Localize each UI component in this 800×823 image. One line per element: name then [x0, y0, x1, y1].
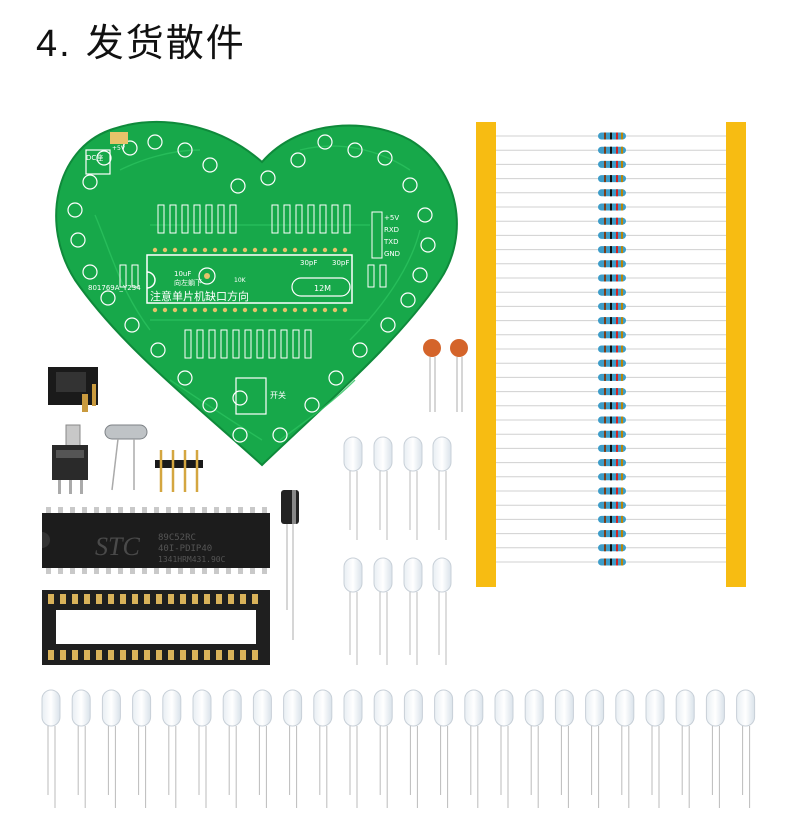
bottom-leds	[41, 689, 756, 808]
resistor	[496, 487, 726, 495]
resistor	[496, 473, 726, 481]
header-pin-3: TXD	[383, 238, 398, 246]
title-text: 发货散件	[85, 21, 246, 65]
mcu-footprint	[146, 254, 353, 304]
resistor	[496, 331, 726, 339]
led	[403, 689, 423, 808]
electrolytic-capacitor	[281, 490, 299, 640]
led	[162, 689, 182, 808]
page-title: 4. 发货散件	[36, 12, 246, 67]
chip-line-2: 40I-PDIP40	[158, 544, 212, 554]
led	[615, 689, 635, 808]
resistor	[496, 444, 726, 452]
heart-pcb: 注意单片机缺口方向 10uF 向左躺下 801769A_Y234 开关 DC座 …	[55, 121, 458, 467]
chip-line-1: 89C52RC	[158, 533, 196, 543]
led-footprints	[67, 134, 436, 443]
resistor-rows	[496, 132, 726, 566]
led	[554, 689, 574, 808]
resistor	[496, 402, 726, 410]
resistor	[496, 501, 726, 509]
resistor	[496, 146, 726, 154]
push-switch	[52, 424, 88, 494]
dc-label: DC座	[86, 153, 103, 162]
led	[313, 689, 333, 808]
led	[71, 689, 91, 808]
cap-label: 10uF	[174, 270, 191, 278]
part-code: 801769A_Y234	[88, 284, 141, 292]
chip-line-3: 1341HRM431.90C	[158, 555, 226, 564]
led	[494, 689, 514, 808]
crystal-label: 12M	[314, 284, 331, 293]
led	[41, 689, 61, 808]
resistor	[496, 388, 726, 396]
resistor	[496, 288, 726, 296]
led	[252, 689, 272, 808]
resistor-tape	[476, 122, 746, 587]
power-label: +5V	[112, 145, 126, 152]
ic-socket	[42, 590, 270, 665]
led	[434, 689, 454, 808]
resistor	[496, 175, 726, 183]
led	[132, 689, 152, 808]
led	[192, 689, 212, 808]
resistor	[496, 231, 726, 239]
led	[705, 689, 725, 808]
led	[373, 689, 393, 808]
resistor	[496, 359, 726, 367]
resistor	[496, 416, 726, 424]
mcu-chip: STC 89C52RC 40I-PDIP40 1341HRM431.90C	[42, 507, 270, 574]
resistor	[496, 246, 726, 254]
led	[736, 689, 756, 808]
led	[101, 689, 121, 808]
led	[464, 689, 484, 808]
dc-jack	[48, 367, 98, 412]
header-pin-4: GND	[384, 250, 400, 258]
resistor	[496, 302, 726, 310]
ceramic-capacitors	[423, 339, 468, 412]
switch-label: 开关	[270, 390, 286, 400]
resistor	[496, 189, 726, 197]
header-pin-2: RXD	[384, 226, 399, 234]
resistor	[496, 558, 726, 566]
resistor	[496, 544, 726, 552]
resistor	[496, 317, 726, 325]
resistor	[496, 530, 726, 538]
cap-left-label: 30pF	[300, 259, 317, 267]
led	[524, 689, 544, 808]
header-pin-1: +5V	[384, 214, 399, 222]
resistor	[496, 160, 726, 168]
arrow-note: 向左躺下	[174, 278, 202, 287]
resistor	[496, 132, 726, 140]
chip-brand: STC	[95, 532, 140, 561]
title-number: 4.	[36, 23, 72, 65]
crystal-oscillator	[104, 424, 148, 491]
resistor	[496, 274, 726, 282]
direction-note: 注意单片机缺口方向	[150, 289, 249, 303]
resistor	[496, 345, 726, 353]
led	[343, 689, 363, 808]
pin-header	[155, 450, 203, 492]
led	[283, 689, 303, 808]
resistor	[496, 203, 726, 211]
led	[645, 689, 665, 808]
resistor	[496, 515, 726, 523]
resistor	[496, 430, 726, 438]
led	[222, 689, 242, 808]
middle-leds	[343, 436, 452, 665]
led	[585, 689, 605, 808]
resistor	[496, 373, 726, 381]
r10k-label: 10K	[234, 277, 247, 284]
cap-right-label: 30pF	[332, 259, 349, 267]
resistor	[496, 459, 726, 467]
led	[675, 689, 695, 808]
resistor	[496, 260, 726, 268]
resistor	[496, 217, 726, 225]
